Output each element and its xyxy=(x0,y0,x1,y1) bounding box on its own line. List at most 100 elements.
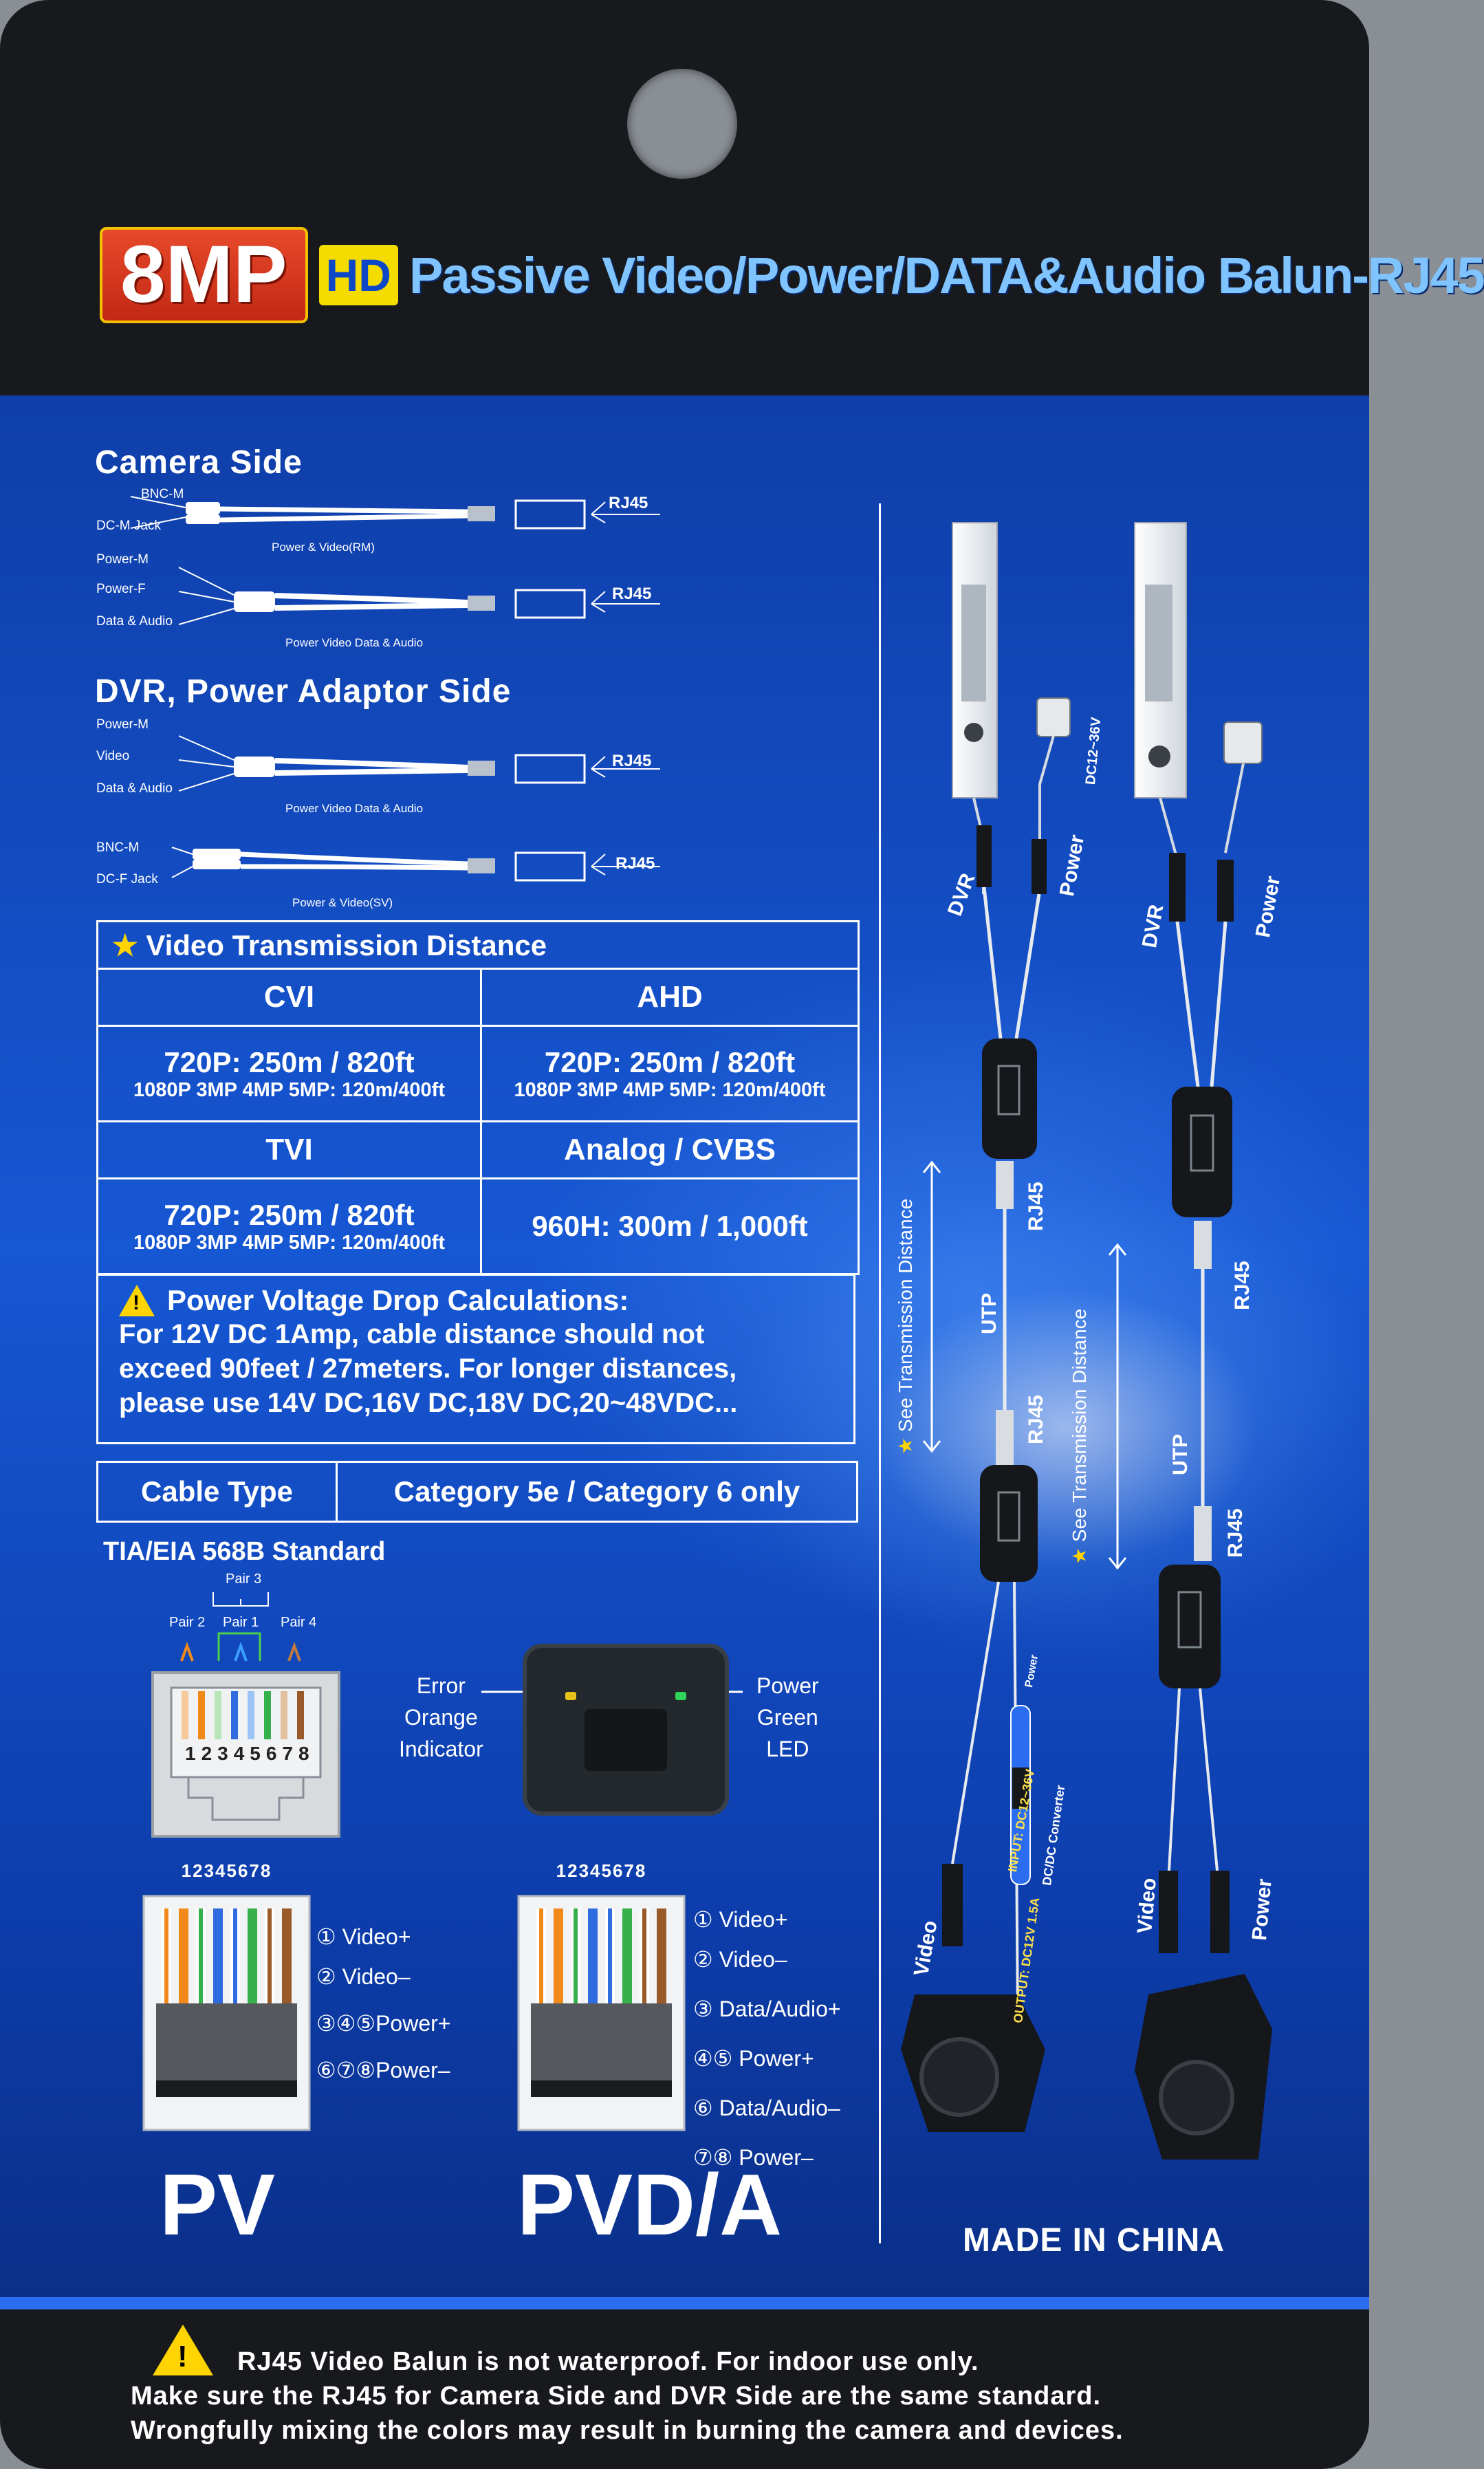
jack-pin-7 xyxy=(281,1691,287,1739)
jack-pins xyxy=(170,1686,322,1821)
cam-c1-rj45: RJ45 xyxy=(609,494,648,512)
bottom-warning: ! RJ45 Video Balun is not waterproof. Fo… xyxy=(0,2309,1369,2469)
pvda-pin-1: ① Video+ xyxy=(693,1907,788,1932)
cable-type-label: Cable Type xyxy=(98,1463,338,1521)
standard-title: TIA/EIA 568B Standard xyxy=(103,1537,386,1566)
tvi-values: 720P: 250m / 820ft 1080P 3MP 4MP 5MP: 12… xyxy=(96,1177,482,1275)
bottom-warning-line3: Wrongfully mixing the colors may result … xyxy=(131,2416,1124,2445)
voltage-line3: please use 14V DC,16V DC,18V DC,20~48VDC… xyxy=(119,1388,738,1418)
analog-header: Analog / CVBS xyxy=(480,1120,860,1179)
jack-pin-2 xyxy=(198,1691,205,1739)
wire-stripe-3 xyxy=(574,1908,578,2005)
led-right-line2: Green xyxy=(756,1705,818,1730)
jack-pin-3 xyxy=(215,1691,221,1739)
diag-rj45-2: RJ45 xyxy=(1025,1395,1047,1444)
title-text: Passive Video/Power/DATA&Audio Balun-RJ4… xyxy=(408,246,1484,304)
wire-stripe-4 xyxy=(216,1908,220,2005)
pair1-label: Pair 1 xyxy=(223,1615,259,1630)
wire-stripe-5 xyxy=(233,1908,237,2005)
diag-rj45-4: RJ45 xyxy=(1224,1508,1247,1558)
cam-c1-caption: Power & Video(RM) xyxy=(272,541,375,554)
pv-name: PV xyxy=(160,2156,276,2253)
led-left-line3: Indicator xyxy=(399,1737,483,1761)
ahd-values: 720P: 250m / 820ft 1080P 3MP 4MP 5MP: 12… xyxy=(480,1025,860,1122)
distance-heading: ★ Video Transmission Distance xyxy=(96,920,860,970)
badge-hd: HD xyxy=(318,245,398,305)
led-left-label: Error Orange Indicator xyxy=(399,1670,483,1765)
led-right-line3: LED xyxy=(766,1737,809,1761)
bottom-warning-icon: ! xyxy=(153,2325,213,2375)
diag-rj45-3: RJ45 xyxy=(1231,1261,1254,1310)
wire-stripe-2 xyxy=(182,1908,186,2005)
dvr-c2-caption: Power & Video(SV) xyxy=(292,896,393,909)
wire-stripe-2 xyxy=(556,1908,560,2005)
pv-plug: 12345678 xyxy=(142,1860,311,2132)
dvr-c1-caption: Power Video Data & Audio xyxy=(285,802,424,815)
led-left-line2: Orange xyxy=(404,1705,478,1730)
pvda-plug: 12345678 xyxy=(517,1860,686,2132)
dvr-c2-label-b: DC-F Jack xyxy=(96,872,158,887)
cvi-line2: 1080P 3MP 4MP 5MP: 120m/400ft xyxy=(133,1078,445,1101)
jack-pin-5 xyxy=(248,1691,254,1739)
distance-table: ★ Video Transmission Distance CVI AHD 72… xyxy=(96,920,860,1275)
tvi-line2: 1080P 3MP 4MP 5MP: 120m/400ft xyxy=(133,1231,445,1254)
jack-pin-numbers: 12345678 xyxy=(185,1743,315,1764)
cam-c2-label-a: Power-M xyxy=(96,552,149,567)
pvda-pin-4: ④⑤ Power+ xyxy=(693,2046,814,2071)
jack-pin-4 xyxy=(231,1691,238,1739)
cam-c2-label-b: Power-F xyxy=(96,582,146,596)
pvda-pin-5: ⑥ Data/Audio– xyxy=(693,2096,840,2120)
dvr-cable-2 xyxy=(171,847,660,882)
hang-hole xyxy=(627,69,737,179)
wire-stripe-7 xyxy=(642,1908,646,2005)
diag-video-right: Video xyxy=(1133,1877,1161,1935)
cam-c2-label-c: Data & Audio xyxy=(96,614,173,629)
pair3-label: Pair 3 xyxy=(226,1571,262,1587)
cam-c2-caption: Power Video Data & Audio xyxy=(285,636,424,649)
pvda-name: PVD/A xyxy=(517,2156,783,2253)
pair4-label: Pair 4 xyxy=(281,1615,317,1630)
star-icon: ★ xyxy=(1069,1547,1090,1565)
voltage-title: Power Voltage Drop Calculations: xyxy=(167,1284,629,1316)
led-left-line1: Error xyxy=(416,1673,466,1698)
diag-rj45-1: RJ45 xyxy=(1025,1182,1047,1231)
pv-pin-4: ⑥⑦⑧Power– xyxy=(316,2058,450,2082)
ahd-line1: 720P: 250m / 820ft xyxy=(544,1045,796,1078)
see-distance-right: ★ See Transmission Distance xyxy=(1068,1309,1091,1565)
cable-type-value: Category 5e / Category 6 only xyxy=(393,1475,800,1508)
dvr-c1-label-a: Power-M xyxy=(96,717,149,732)
voltage-line2: exceed 90feet / 27meters. For longer dis… xyxy=(119,1353,737,1384)
ahd-header: AHD xyxy=(480,968,860,1027)
dvr-side-title: DVR, Power Adaptor Side xyxy=(95,673,512,710)
vertical-divider xyxy=(879,503,881,2243)
pv-pin-3: ③④⑤Power+ xyxy=(316,2011,451,2036)
bottom-warning-line1: RJ45 Video Balun is not waterproof. For … xyxy=(237,2347,979,2376)
voltage-drop-box: ! Power Voltage Drop Calculations: For 1… xyxy=(96,1274,855,1444)
voltage-title-row: ! Power Voltage Drop Calculations: xyxy=(119,1284,833,1317)
pair2-label: Pair 2 xyxy=(169,1615,206,1630)
distance-heading-text: Video Transmission Distance xyxy=(146,928,547,961)
wire-stripe-6 xyxy=(625,1908,629,2005)
product-title: 8MP HD Passive Video/Power/DATA&Audio Ba… xyxy=(100,224,1484,327)
cvi-line1: 720P: 250m / 820ft xyxy=(164,1045,415,1078)
wire-stripe-1 xyxy=(539,1908,543,2005)
pv-pin-1: ① Video+ xyxy=(316,1924,411,1949)
jack-pin-1 xyxy=(182,1691,188,1739)
pvda-pin-6: ⑦⑧ Power– xyxy=(693,2145,814,2170)
see-distance-left: ★ See Transmission Distance xyxy=(894,1199,917,1455)
tvi-header: TVI xyxy=(96,1120,482,1179)
voltage-line1: For 12V DC 1Amp, cable distance should n… xyxy=(119,1319,705,1349)
dvr-c2-rj45: RJ45 xyxy=(615,854,655,873)
camera-side-title: Camera Side xyxy=(95,444,303,481)
pv-plug-body xyxy=(142,1895,311,2131)
star-icon: ★ xyxy=(112,928,138,961)
wire-stripe-8 xyxy=(285,1908,289,2005)
orange-led-icon xyxy=(565,1692,576,1700)
wire-stripe-3 xyxy=(199,1908,203,2005)
dvr-c1-label-b: Video xyxy=(96,749,130,763)
wire-stripe-1 xyxy=(164,1908,168,2005)
wire-stripe-5 xyxy=(608,1908,612,2005)
camera-cable-1 xyxy=(130,496,660,530)
cvi-values: 720P: 250m / 820ft 1080P 3MP 4MP 5MP: 12… xyxy=(96,1025,482,1122)
rj45-jack-diagram: 12345678 xyxy=(151,1671,340,1838)
